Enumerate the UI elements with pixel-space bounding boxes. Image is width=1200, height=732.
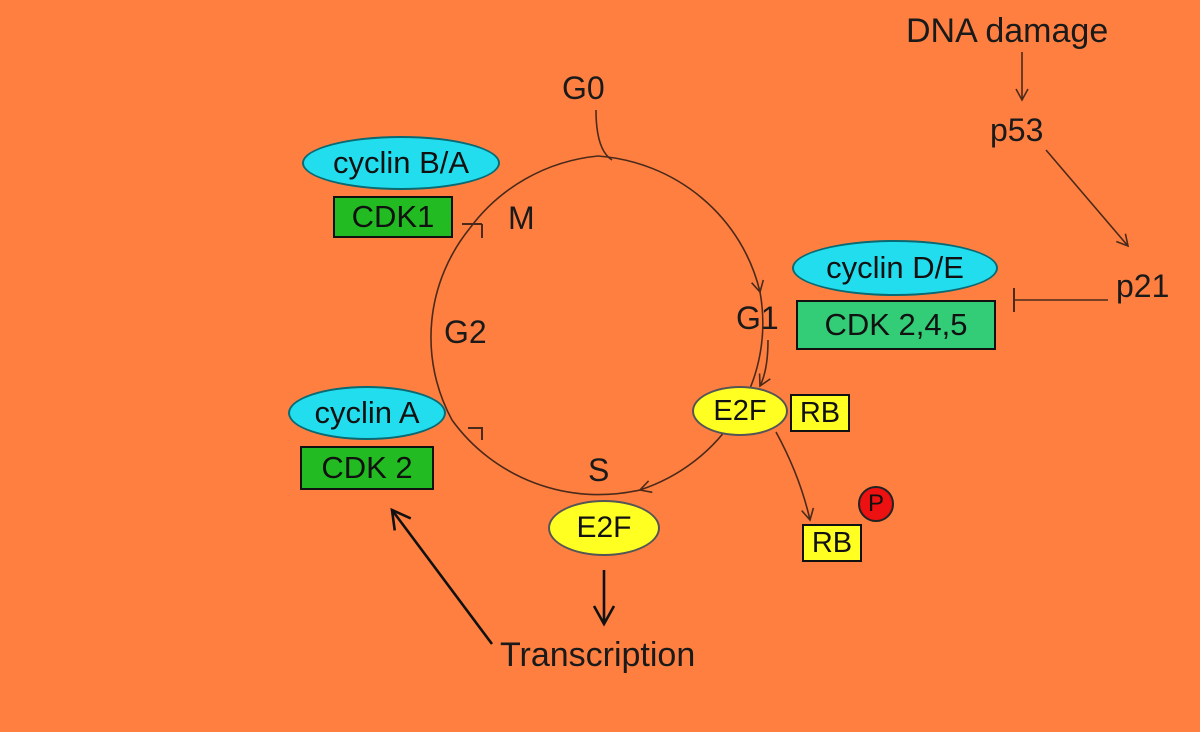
cyclin-ba-node: cyclin B/A: [302, 136, 500, 190]
phase-label-g0: G0: [562, 70, 605, 106]
cycle-s-to-g2: [451, 419, 641, 496]
cyclin-a-node: cyclin A: [288, 386, 446, 440]
rb-bound-node: RB: [790, 394, 850, 432]
cdk1-node: CDK1: [333, 196, 453, 238]
e2f-free-node: E2F: [548, 500, 660, 556]
g1-to-e2f-rb-arrow: [758, 339, 771, 388]
phase-label-s: S: [588, 452, 610, 488]
cyclin-de-node: cyclin D/E: [792, 240, 998, 296]
cycle-g2-to-m: [430, 227, 471, 421]
p53-to-p21-arrow: [1045, 149, 1130, 248]
phase-label-g2: G2: [444, 314, 487, 350]
g0-entry-line: [595, 109, 613, 161]
rb-release-arrow: [775, 431, 815, 522]
cdk2-inhibition-tick: [468, 427, 483, 440]
transcription-label: Transcription: [500, 636, 696, 674]
rb-phosphorylated-node: RB: [802, 524, 862, 562]
cdk245-node: CDK 2,4,5: [796, 300, 996, 350]
cdk1-inhibition-tick: [462, 223, 483, 238]
cdk2-node: CDK 2: [300, 446, 434, 490]
p21-label: p21: [1116, 268, 1170, 304]
p53-label: p53: [990, 112, 1044, 148]
cycle-m-to-top: [469, 155, 599, 229]
transcription-to-cdk2-arrow: [390, 507, 494, 645]
e2f-bound-node: E2F: [692, 386, 788, 436]
phosphate-badge: P: [858, 486, 894, 522]
phase-label-g1: G1: [736, 300, 779, 336]
dna-damage-label: DNA damage: [906, 12, 1109, 50]
phase-label-m: M: [508, 200, 535, 236]
cycle-ring: [597, 155, 765, 294]
